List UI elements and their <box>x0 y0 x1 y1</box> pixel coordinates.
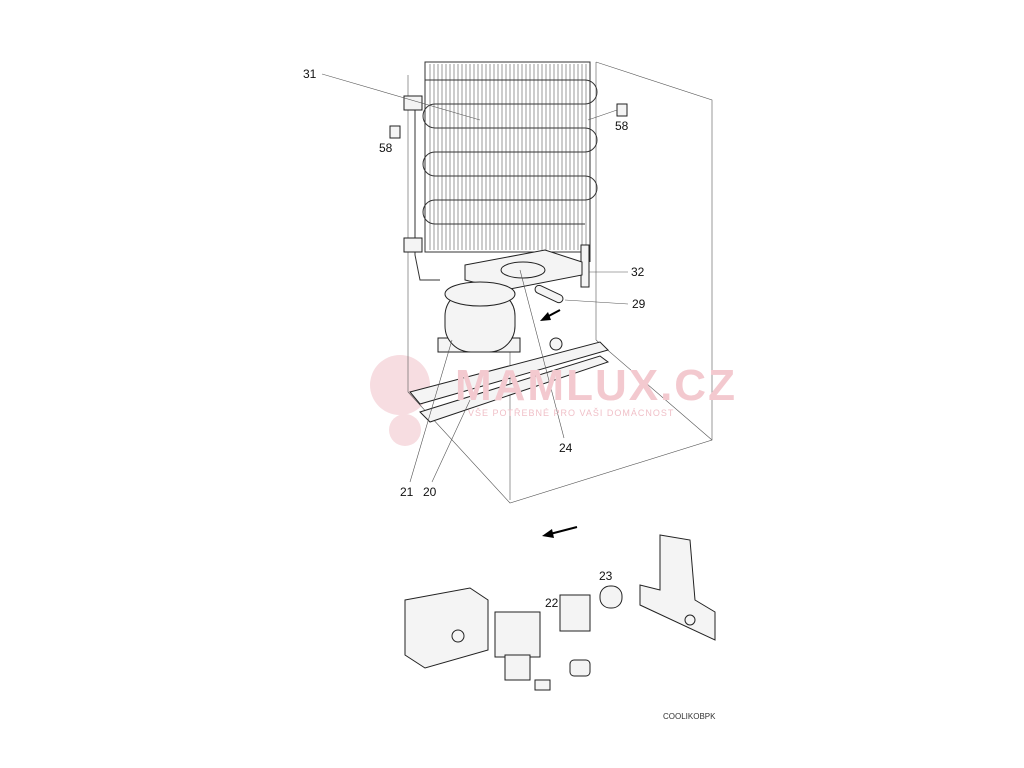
watermark-tagline: VŠE POTŘEBNÉ PRO VAŠI DOMÁCNOST <box>468 408 674 418</box>
callout-29: 29 <box>632 297 646 311</box>
condenser-bracket-bottom <box>403 237 423 253</box>
clip-58-left <box>389 125 401 139</box>
overload-protector-22 <box>559 594 591 632</box>
mounting-bracket <box>639 534 716 641</box>
thermostat-23 <box>599 585 623 609</box>
direction-arrow-upper <box>540 309 561 321</box>
watermark: MAMLUX.CZ VŠE POTŘEBNÉ PRO VAŠI DOMÁCNOS… <box>455 361 737 418</box>
drawing-code: COOLIKOBPK <box>663 712 716 721</box>
leader-lines <box>321 73 629 483</box>
callout-23: 23 <box>599 569 613 583</box>
grommet <box>549 337 563 351</box>
callout-58-left: 58 <box>379 141 393 155</box>
condenser-bracket-top <box>403 95 423 111</box>
base-rails <box>409 341 610 423</box>
watermark-brand: MAMLUX.CZ <box>455 361 737 410</box>
drip-tray-basin <box>500 261 546 279</box>
callout-20: 20 <box>423 485 437 499</box>
callout-32: 32 <box>631 265 645 279</box>
callout-24: 24 <box>559 441 573 455</box>
callout-58-right: 58 <box>615 119 629 133</box>
callout-31: 31 <box>303 67 317 81</box>
relay-starter <box>494 611 551 691</box>
part-29 <box>534 284 564 304</box>
condenser <box>414 61 598 281</box>
clip-58-right <box>616 103 628 117</box>
electrical-cover <box>404 587 489 669</box>
compressor <box>437 281 521 353</box>
direction-arrow-lower <box>542 526 578 538</box>
callout-21: 21 <box>400 485 414 499</box>
capacitor <box>569 659 591 677</box>
callout-22: 22 <box>545 596 559 610</box>
